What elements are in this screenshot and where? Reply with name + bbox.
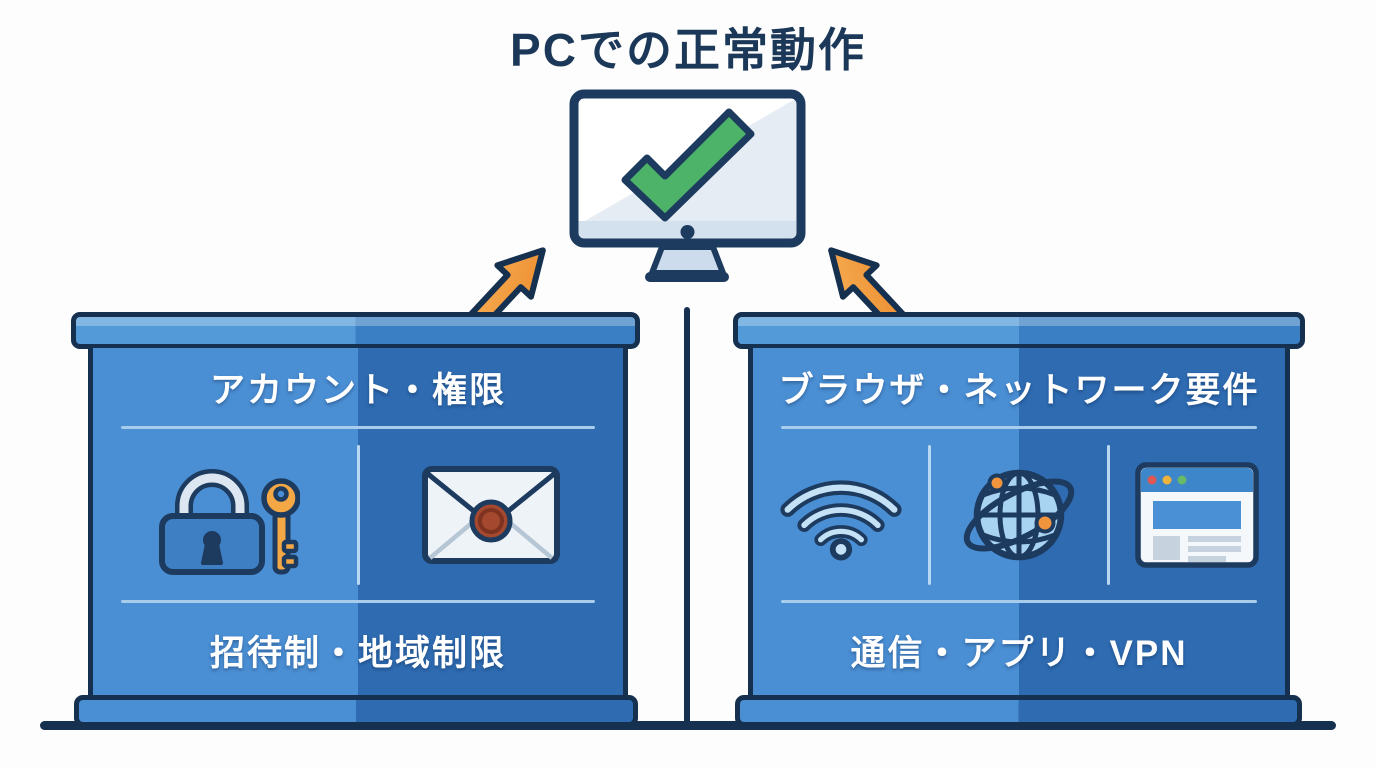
vertical-divider	[356, 444, 360, 585]
panel-header-label: ブラウザ・ネットワーク要件	[778, 370, 1260, 410]
panel-base	[74, 695, 638, 727]
icon-row	[753, 429, 1285, 600]
icon-row	[93, 429, 623, 600]
monitor-check-icon	[569, 89, 806, 282]
panel-body: アカウント・権限	[88, 348, 628, 697]
lock-key-icon	[158, 468, 300, 575]
horizontal-divider	[121, 426, 595, 429]
panel-browser-network: ブラウザ・ネットワーク要件	[733, 312, 1305, 727]
sealed-envelope-icon	[422, 465, 561, 564]
globe-cell	[931, 429, 1106, 600]
panel-lid	[733, 312, 1305, 349]
globe-network-icon	[963, 469, 1075, 560]
panel-account-permissions: アカウント・権限	[71, 312, 640, 727]
lock-key-cell	[93, 429, 357, 600]
pc-monitor	[565, 85, 810, 290]
diagram-title: PCでの正常動作	[510, 24, 866, 76]
panel-footer-label: 通信・アプリ・VPN	[850, 633, 1188, 673]
browser-window-icon	[1135, 461, 1260, 568]
lid-highlight	[76, 317, 635, 326]
panel-header-label: アカウント・権限	[209, 370, 506, 410]
panel-body: ブラウザ・ネットワーク要件	[748, 348, 1290, 697]
panel-base	[735, 695, 1302, 727]
vertical-divider	[928, 444, 932, 585]
wifi-icon	[780, 480, 902, 561]
panel-lid	[71, 312, 640, 349]
lid-highlight	[738, 317, 1300, 326]
browser-cell	[1110, 429, 1285, 600]
vertical-divider	[1106, 444, 1110, 585]
wifi-cell	[753, 429, 928, 600]
horizontal-divider	[121, 600, 595, 603]
envelope-cell	[360, 429, 624, 600]
center-divider-line	[684, 307, 690, 728]
horizontal-divider	[781, 426, 1257, 429]
arrow-up-left-icon	[792, 226, 912, 339]
panel-footer-label: 招待制・地域制限	[209, 633, 506, 673]
horizontal-divider	[781, 600, 1257, 603]
